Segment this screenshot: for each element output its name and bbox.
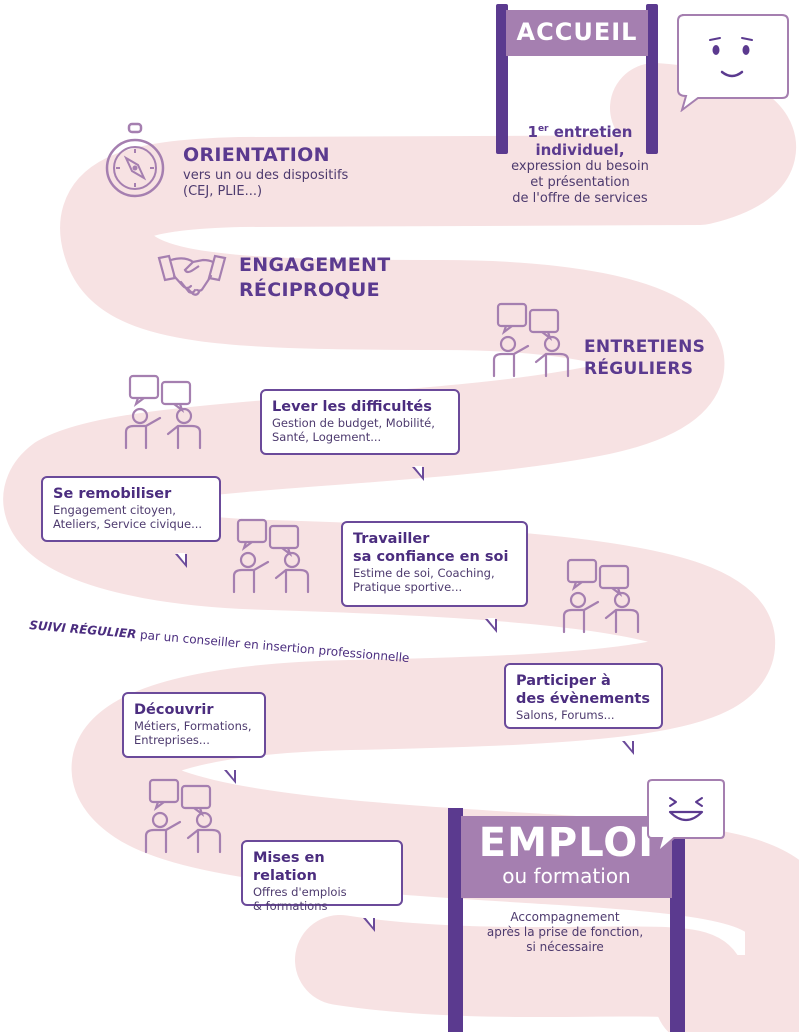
sign-post-right	[646, 4, 658, 154]
sign-post-left	[448, 808, 463, 1032]
laughing-face-bubble-icon	[647, 779, 725, 855]
accueil-line1-number: 1	[527, 123, 538, 141]
conversation-people-icon	[232, 518, 310, 594]
entretiens-line1: ENTRETIENS	[584, 337, 706, 357]
travailler-line1: Estime de soi, Coaching,	[353, 566, 495, 580]
sign-post-right	[670, 808, 685, 1032]
accompagnement-line1: Accompagnement	[510, 910, 620, 924]
entretiens-line2: RÉGULIERS	[584, 359, 694, 379]
accompagnement-text: Accompagnement après la prise de fonctio…	[465, 910, 665, 955]
travailler-line2: Pratique sportive...	[353, 580, 463, 594]
remobiliser-title: Se remobiliser	[53, 486, 172, 502]
emploi-sign: EMPLOI ou formation	[448, 806, 688, 1032]
accompagnement-line3: si nécessaire	[526, 940, 604, 954]
decouvrir-title: Découvrir	[134, 702, 214, 718]
accompagnement-line2: après la prise de fonction,	[486, 925, 644, 939]
travailler-title2: sa confiance en soi	[353, 549, 509, 565]
accueil-line1-rest: entretien	[548, 123, 633, 141]
orientation-title: ORIENTATION	[183, 144, 330, 166]
handshake-icon	[157, 254, 227, 296]
accueil-line2: individuel,	[535, 141, 625, 159]
accueil-description: 1er entretien individuel, expression du …	[490, 120, 670, 207]
decouvrir-line2: Entreprises...	[134, 733, 210, 747]
accueil-label: ACCUEIL	[516, 18, 638, 46]
mises-line2: & formations	[253, 899, 328, 913]
accueil-line4: et présentation	[530, 175, 630, 190]
accueil-sign: ACCUEIL	[496, 0, 658, 160]
bubble-se-remobiliser: Se remobiliser Engagement citoyen, Ateli…	[41, 476, 221, 568]
engagement-line1: ENGAGEMENT	[239, 254, 391, 276]
travailler-title1: Travailler	[353, 531, 430, 547]
bubble-decouvrir: Découvrir Métiers, Formations, Entrepris…	[122, 692, 266, 784]
compass-icon	[105, 122, 165, 198]
accueil-line1-sup: er	[537, 124, 549, 134]
conversation-people-icon	[124, 374, 202, 450]
conversation-people-icon	[562, 558, 640, 634]
emploi-panel	[461, 816, 672, 898]
bubble-mises-en-relation: Mises en relation Offres d'emplois & for…	[241, 840, 403, 932]
remobiliser-line2: Ateliers, Service civique...	[53, 517, 203, 531]
accueil-panel	[506, 10, 648, 56]
accueil-line5: de l'offre de services	[512, 191, 648, 206]
participer-title2: des évènements	[516, 691, 650, 707]
participer-title1: Participer à	[516, 673, 611, 689]
conversation-people-icon	[492, 302, 570, 378]
emploi-sub-label: ou formation	[502, 864, 631, 888]
participer-line1: Salons, Forums...	[516, 708, 615, 722]
happy-face-bubble-icon	[677, 14, 789, 112]
bubble-travailler-confiance: Travailler sa confiance en soi Estime de…	[341, 521, 528, 633]
mises-line1: Offres d'emplois	[253, 885, 347, 899]
accueil-line1: 1er entretien	[490, 120, 670, 141]
lever-line1: Gestion de budget, Mobilité,	[272, 416, 435, 430]
emploi-label: EMPLOI	[478, 820, 655, 866]
remobiliser-line1: Engagement citoyen,	[53, 503, 176, 517]
conversation-people-icon	[144, 778, 222, 854]
decouvrir-line1: Métiers, Formations,	[134, 719, 252, 733]
orientation-line2: (CEJ, PLIE...)	[183, 184, 263, 199]
engagement-line2: RÉCIPROQUE	[239, 279, 380, 301]
orientation-line1: vers un ou des dispositifs	[183, 168, 349, 183]
mises-title: Mises en relation	[253, 850, 325, 884]
sign-post-left	[496, 4, 508, 154]
accueil-line3: expression du besoin	[511, 159, 649, 174]
bubble-lever-difficultes: Lever les difficultés Gestion de budget,…	[260, 389, 460, 481]
bubble-participer-evenements: Participer à des évènements Salons, Foru…	[504, 663, 663, 755]
lever-title: Lever les difficultés	[272, 399, 432, 415]
lever-line2: Santé, Logement...	[272, 430, 382, 444]
